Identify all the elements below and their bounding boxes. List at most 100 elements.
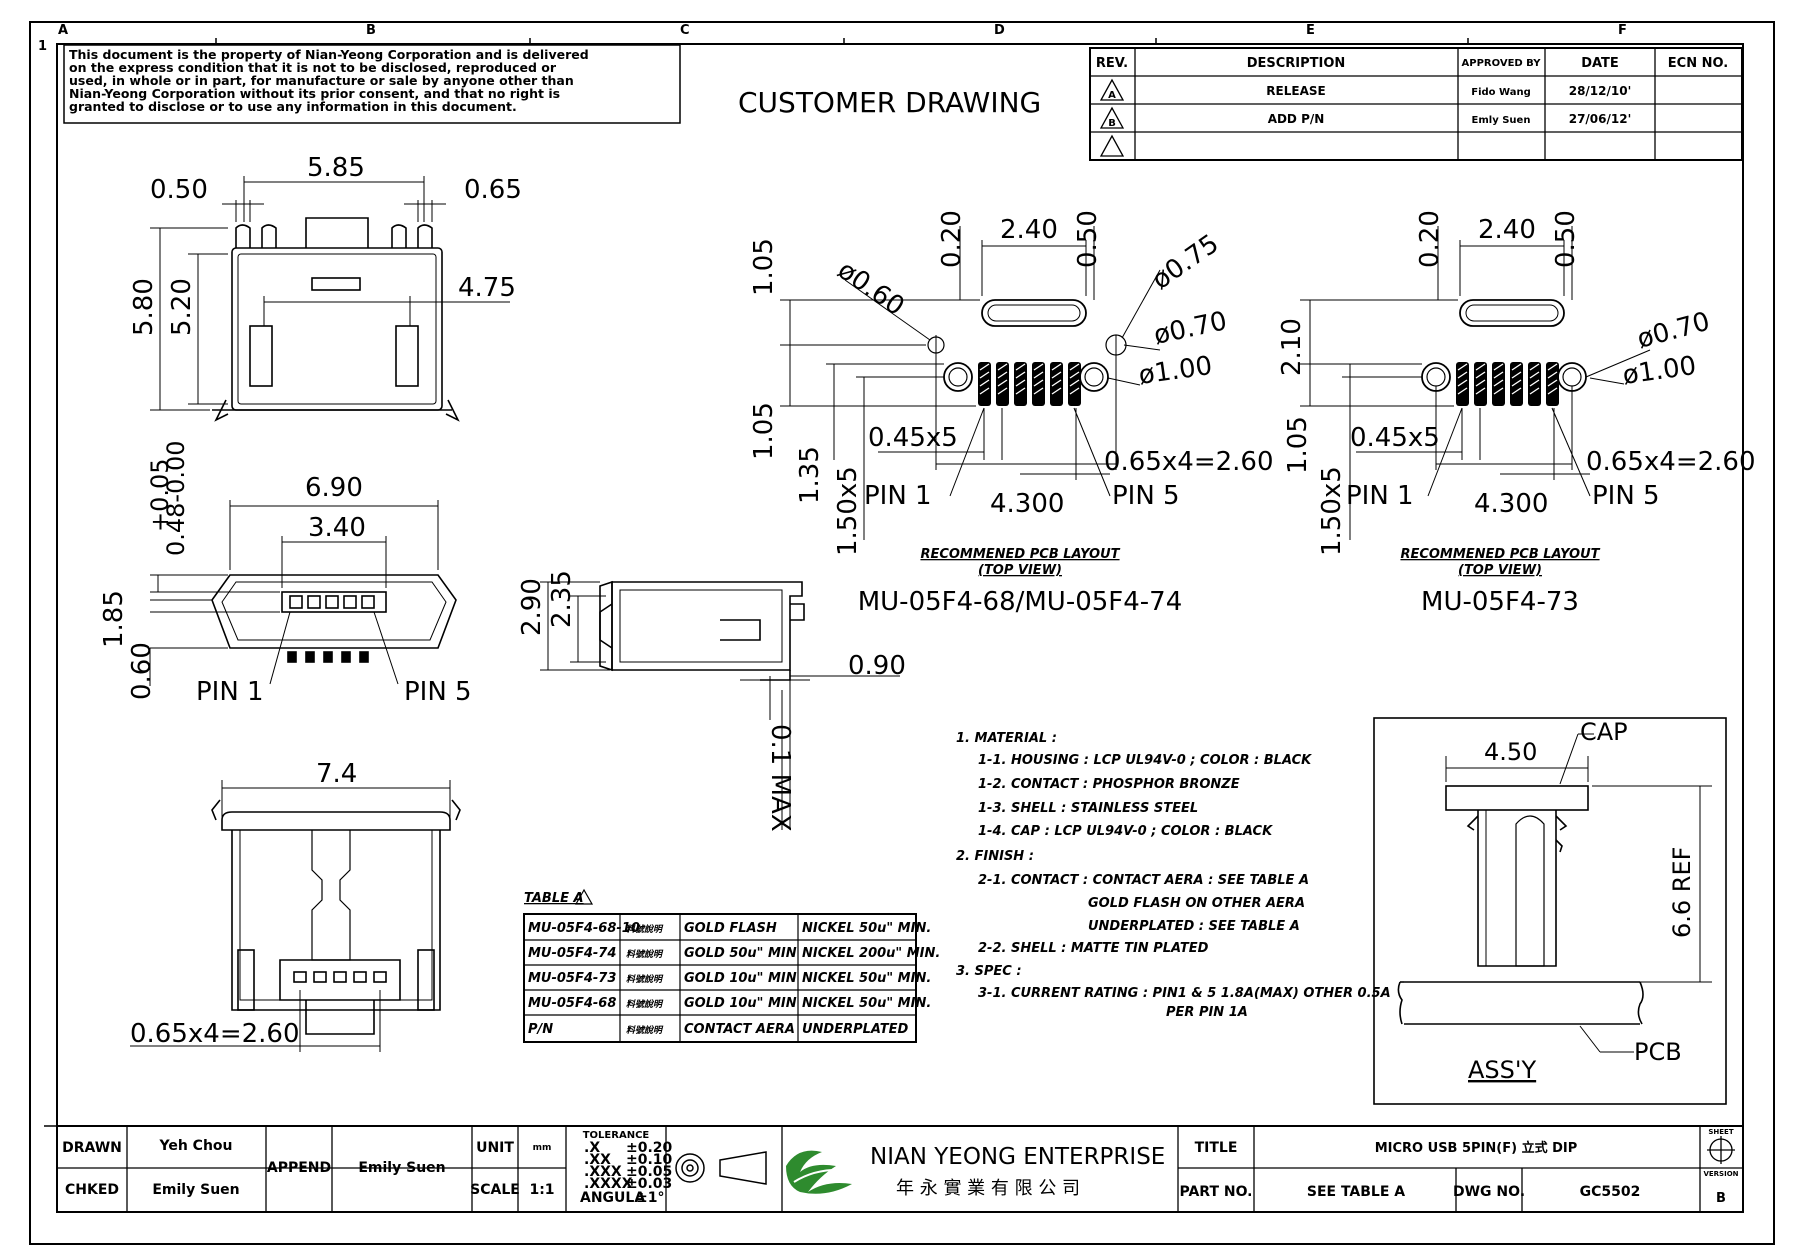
front-view-pin1-label: PIN 1 [196,677,264,707]
pcb1-caption: RECOMMENED PCB LAYOUT [920,547,1120,562]
tolerance-value: ±0.05 [626,1164,672,1180]
note-line: UNDERPLATED : SEE TABLE A [1088,919,1300,934]
pcb2-v210-dim: 2.10 [1277,318,1307,376]
checked-value: Emily Suen [152,1182,239,1198]
company-logo-icon [786,1150,852,1194]
note-line: 1-3. SHELL : STAINLESS STEEL [978,801,1198,816]
table-row-desc: 料號說明 [626,949,664,960]
zone-d: D [994,23,1005,38]
pcb2-bottom-v-dim: 1.05 [1283,416,1313,474]
tolerance-value: ±0.03 [626,1176,672,1192]
zone-1: 1 [38,39,47,54]
pcb1-pin1-label: PIN 1 [864,481,932,511]
append-label: APPEND [267,1160,331,1176]
checked-label: CHKED [65,1182,119,1198]
rev-a-date: 28/12/10' [1569,84,1632,98]
pcb1-hole-070-dim: ø0.70 [1151,306,1229,351]
pcb2-pin5-label: PIN 5 [1592,481,1660,511]
zone-c: C [680,23,690,38]
top-view-inner-height-dim: 5.20 [167,278,197,336]
tolerance-key: .X [584,1140,600,1156]
pcb2-v150-dim: 1.50x5 [1317,466,1347,556]
note-line: 2-1. CONTACT : CONTACT AERA : SEE TABLE … [978,873,1309,888]
table-row-underplated: NICKEL 50u" MIN. [802,921,931,936]
side-view [599,580,805,681]
part-no-label: PART NO. [1179,1184,1252,1200]
table-row-underplated: NICKEL 50u" MIN. [802,996,931,1011]
table-a: TABLE A MU-05F4-68-10 料號說明 GOLD FLASH NI… [523,888,940,1043]
note-line: PER PIN 1A [1166,1005,1248,1020]
sheet-symbol-icon [1707,1136,1735,1164]
dwg-no-value: GC5502 [1580,1184,1641,1200]
rev-a-approved: Fido Wang [1471,87,1530,98]
table-row-desc: 料號說明 [626,999,664,1010]
pcb1-pad-width-dim: 0.45x5 [868,423,958,453]
bottom-view-pitch-dim: 0.65x4=2.60 [130,1019,300,1049]
revision-table: REV. DESCRIPTION APPROVED BY DATE ECN NO… [1089,47,1743,161]
scale-label: SCALE [470,1182,520,1198]
rev-b-description: ADD P/N [1268,112,1325,126]
notes: 1. MATERIAL : 1-1. HOUSING : LCP UL94V-0… [956,731,1391,1020]
disclaimer-line: This document is the property of Nian-Ye… [69,47,589,62]
table-row-desc: 料號說明 [626,924,664,935]
pcb2-part-number: MU-05F4-73 [1421,587,1579,617]
rev-header: REV. [1096,56,1128,71]
pcb2-caption: RECOMMENED PCB LAYOUT [1400,547,1600,562]
side-view-max-dim: 0.1 MAX [765,724,795,832]
bottom-view-width-dim: 7.4 [316,759,357,789]
top-view [212,217,460,422]
rev-b-date: 27/06/12' [1569,112,1632,126]
table-row-pn: P/N [528,1022,553,1037]
append-value: Emily Suen [358,1160,445,1176]
table-row-contact: GOLD FLASH [684,921,777,936]
table-row-desc: 料號說明 [626,974,664,985]
table-row-underplated: NICKEL 50u" MIN. [802,971,931,986]
pcb1-slot-width-dim: 2.40 [1000,215,1058,245]
top-view-outer-height-dim: 5.80 [129,278,159,336]
pcb1-span-dim: 4.300 [990,489,1064,519]
company-name: NIAN YEONG ENTERPRISE [870,1144,1165,1170]
tolerance-value: ±0.10 [626,1152,673,1168]
note-line: GOLD FLASH ON OTHER AERA [1088,896,1305,911]
pcb1-slot-right-dim: 0.50 [1073,210,1103,268]
note-line: 1-4. CAP : LCP UL94V-0 ; COLOR : BLACK [978,824,1273,839]
assembly-view: CAP 4.50 6.6 REF PCB ASS'Y [1373,717,1727,1105]
note-line: 1-1. HOUSING : LCP UL94V-0 ; COLOR : BLA… [978,753,1312,768]
drawing-title: CUSTOMER DRAWING [738,86,1041,119]
pcb-layout-1: 1.05 ø0.60 0.20 2.40 0.50 ø0.75 ø0.70 ø1… [749,210,1274,617]
pcb2-pitch-dim: 0.65x4=2.60 [1586,447,1756,477]
projection-symbol-icon [675,1151,767,1185]
zone-a: A [58,23,68,38]
tolerance-key: .XXX [584,1164,622,1180]
pcb1-hole-100-dim: ø1.00 [1137,351,1214,391]
tolerance-label: TOLERANCE [583,1130,650,1141]
assembly-pcb-label: PCB [1634,1038,1682,1066]
assembly-width-dim: 4.50 [1484,738,1537,766]
date-header: DATE [1581,56,1619,71]
disclaimer: This document is the property of Nian-Ye… [69,47,589,114]
disclaimer-line: used, in whole or in part, for manufactu… [69,73,574,88]
table-row-contact: GOLD 10u" MIN [684,971,797,986]
table-row-pn: MU-05F4-68 [528,996,616,1011]
top-view-right-dim: 0.65 [464,175,522,205]
disclaimer-line: granted to disclose or to use any inform… [69,99,517,114]
pcb2-pin1-label: PIN 1 [1346,481,1414,511]
part-no-value: SEE TABLE A [1307,1184,1405,1200]
assembly-label: ASS'Y [1468,1056,1536,1084]
tolerance-key: .XX [584,1152,611,1168]
front-view-tol-dim-2: 0.48-0.00 [162,440,190,556]
unit-label: UNIT [476,1140,514,1156]
pcb1-pitch-dim: 0.65x4=2.60 [1104,447,1274,477]
pcb1-bottom-v-dim: 1.05 [749,402,779,460]
note-line: 1-2. CONTACT : PHOSPHOR BRONZE [978,777,1240,792]
front-view-pin5-label: PIN 5 [404,677,472,707]
side-view-inner-height-dim: 2.35 [547,570,577,628]
pcb2-slot-width-dim: 2.40 [1478,215,1536,245]
pcb2-pad-width-dim: 0.45x5 [1350,423,1440,453]
note-line: 2. FINISH : [956,849,1034,864]
assembly-cap-label: CAP [1580,718,1628,746]
front-view-tol-dim: +0.05 [146,458,174,532]
front-view-outer-dim: 6.90 [305,473,363,503]
pcb2-span-dim: 4.300 [1474,489,1548,519]
table-a-title: TABLE A [524,891,584,906]
